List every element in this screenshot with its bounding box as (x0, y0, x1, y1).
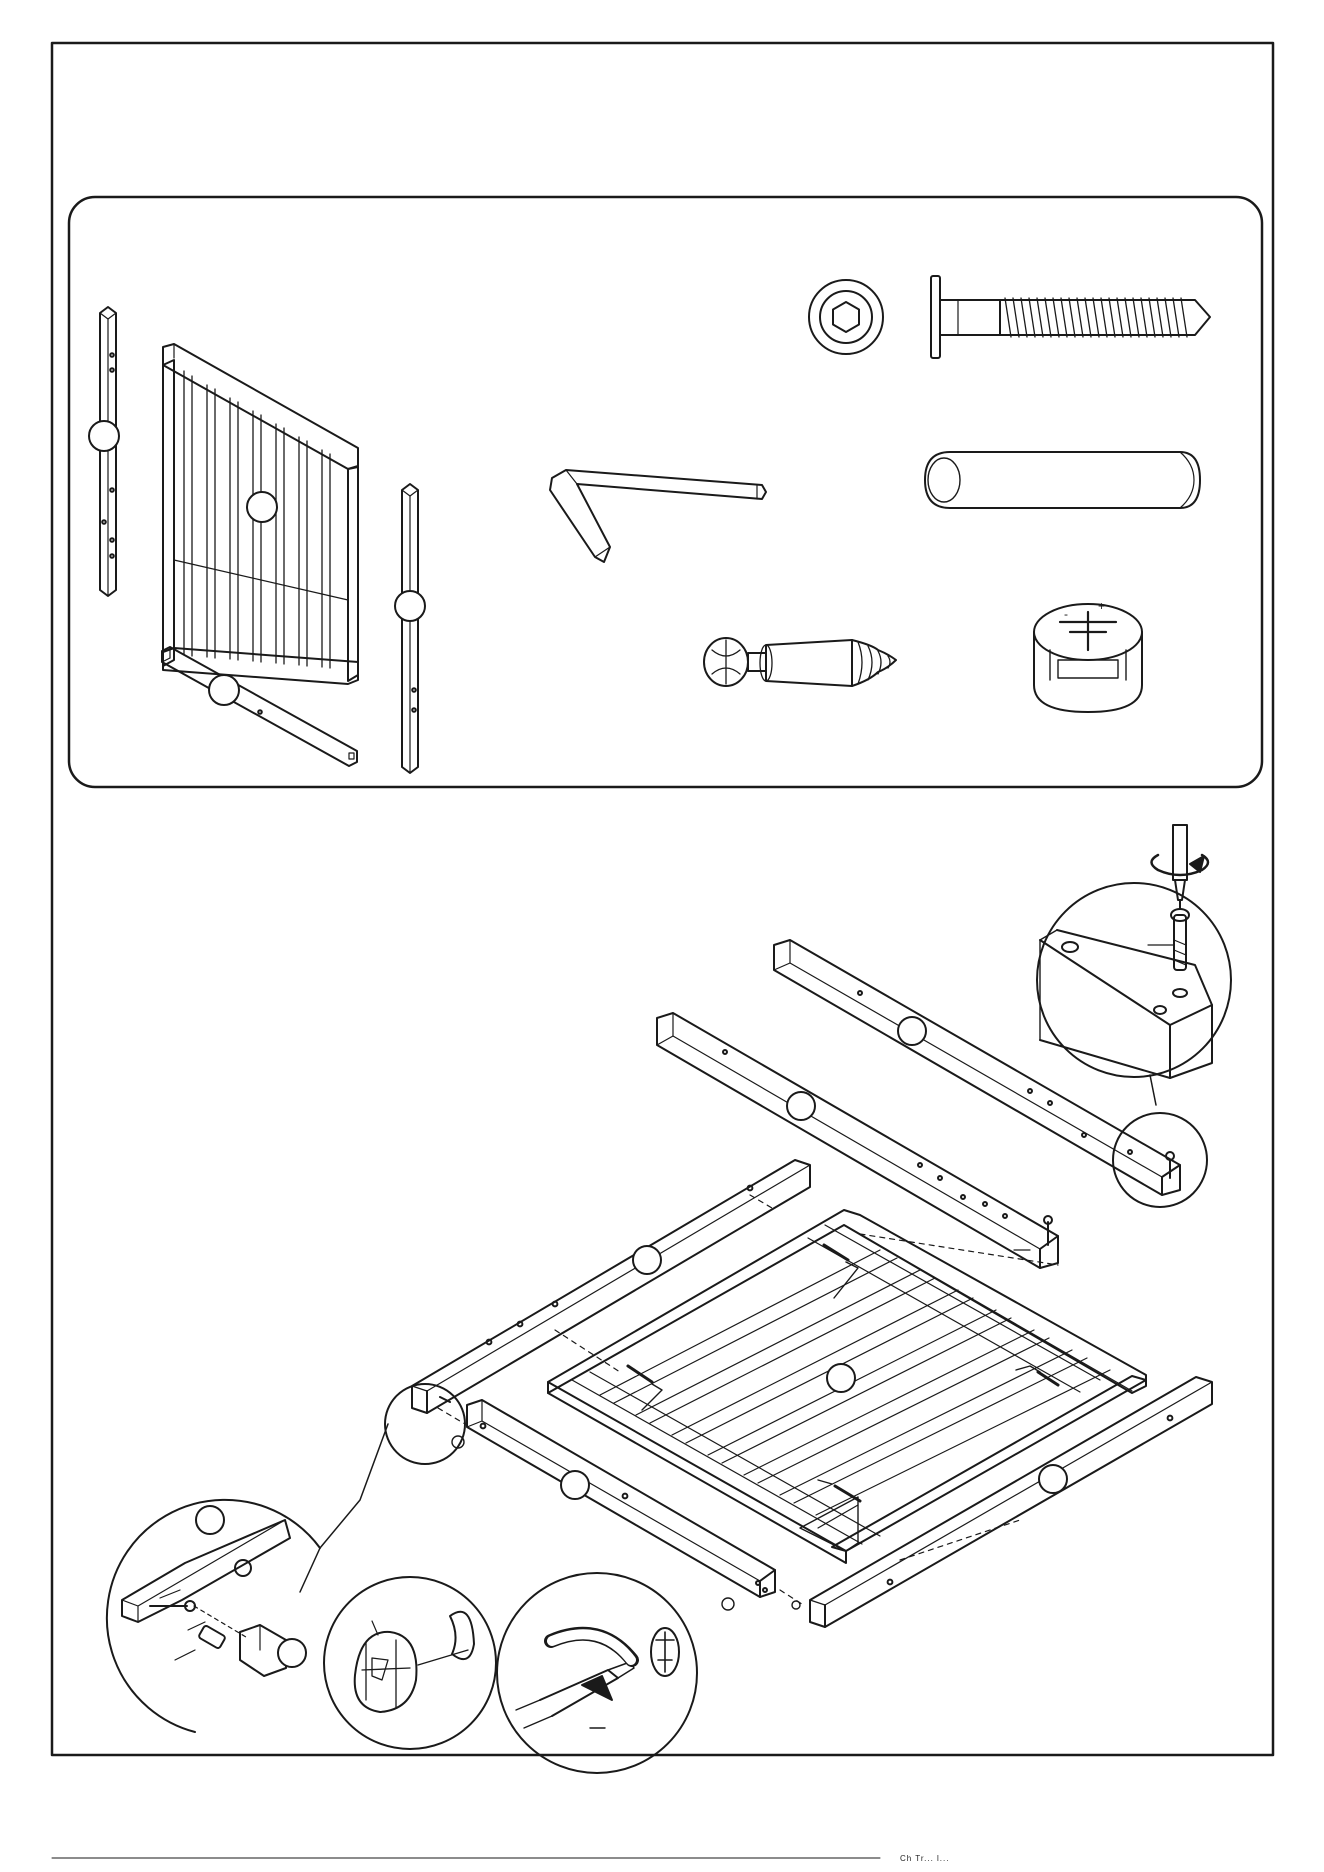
rail-right-front (810, 1377, 1212, 1627)
callout-leader (1150, 1075, 1156, 1105)
part-side-rail-right (395, 484, 425, 773)
part-label-circle (561, 1471, 589, 1499)
hardware-bolt-head-cap (809, 280, 883, 354)
part-label-circle (89, 421, 119, 451)
rail-middle (657, 1013, 1058, 1268)
hardware-cam-bolt (704, 638, 896, 686)
part-label-circle (395, 591, 425, 621)
alignment-lines (438, 1195, 1058, 1606)
rail-front-short (467, 1400, 775, 1597)
callout-cam-turn-detail (497, 1573, 697, 1773)
rail-left-long (412, 1160, 810, 1413)
part-label-circle (633, 1246, 661, 1274)
part-label-circle (209, 675, 239, 705)
part-label-circle (196, 1506, 224, 1534)
part-label-circle (787, 1092, 815, 1120)
callout-cam-joint-detail (107, 1384, 465, 1732)
part-label-circle (278, 1639, 306, 1667)
part-bottom-rail (162, 647, 357, 766)
hardware-cam-lock-nut: + - (1034, 599, 1142, 712)
callout-rail-end-detail (1037, 883, 1231, 1078)
footer-text: Ch Tr... l... (900, 1854, 949, 1863)
part-label-circle (247, 492, 277, 522)
part-label-circle (1039, 1465, 1067, 1493)
svg-text:+: + (1098, 599, 1105, 613)
rail-top (774, 940, 1180, 1195)
part-label-circle (827, 1364, 855, 1392)
svg-text:-: - (1064, 607, 1068, 621)
hardware-allen-key (550, 470, 766, 562)
part-label-circle (898, 1017, 926, 1045)
part-slatted-panel (163, 344, 358, 684)
hardware-connector-bolt (931, 276, 1210, 358)
callout-cam-lock-detail (324, 1577, 496, 1749)
joint-fittings (440, 1397, 800, 1610)
part-side-rail-left (89, 307, 119, 596)
hardware-wood-dowel (925, 452, 1200, 508)
